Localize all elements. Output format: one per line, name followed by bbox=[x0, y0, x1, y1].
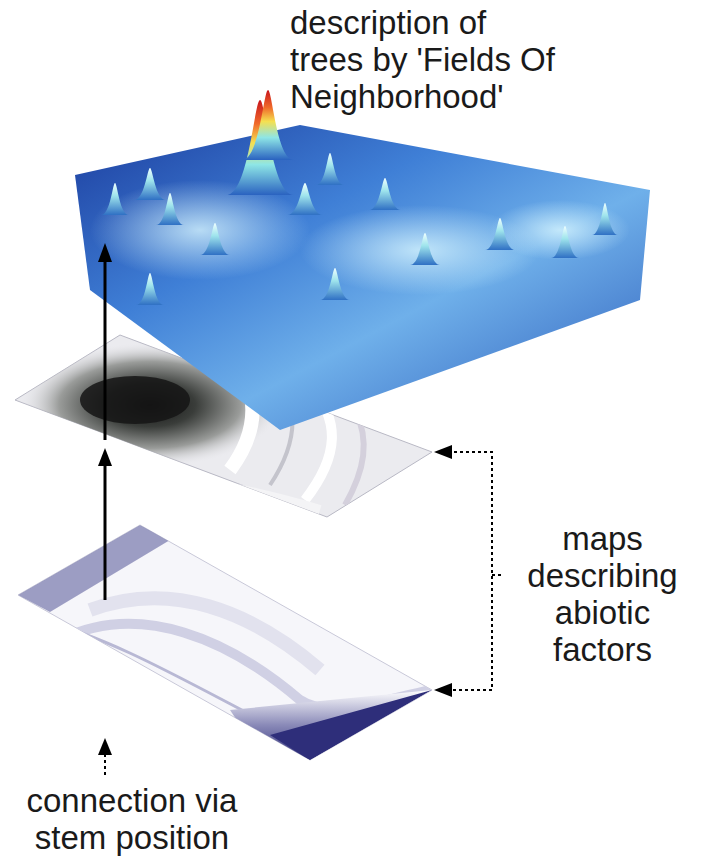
surface-peak bbox=[592, 203, 618, 235]
stem-caption-box: connection via stem position bbox=[12, 782, 252, 856]
surface-peak bbox=[320, 268, 350, 300]
surface-peak bbox=[200, 223, 230, 255]
surface-peak bbox=[134, 168, 166, 200]
surface-peak bbox=[287, 183, 323, 215]
surface-peak bbox=[369, 178, 401, 210]
surface-peak bbox=[242, 90, 294, 160]
surface-peak bbox=[410, 233, 440, 265]
surface-peak bbox=[316, 153, 344, 185]
surface-peak bbox=[156, 193, 184, 225]
neighborhood-surface bbox=[75, 125, 650, 430]
abiotic-map-lower bbox=[18, 525, 432, 760]
surface-peak bbox=[551, 226, 579, 258]
surface-caption: description of trees by 'Fields Of Neigh… bbox=[290, 4, 555, 115]
stem-connection-arrows bbox=[98, 243, 112, 775]
surface-caption-box: description of trees by 'Fields Of Neigh… bbox=[290, 4, 562, 115]
surface-peak bbox=[136, 273, 164, 305]
surface-peak bbox=[101, 183, 129, 215]
maps-caption: maps describing abiotic factors bbox=[527, 520, 677, 668]
map-bracket bbox=[434, 445, 504, 697]
surface-peaks bbox=[101, 90, 618, 305]
surface-peak bbox=[485, 218, 515, 250]
stem-caption: connection via stem position bbox=[27, 782, 238, 856]
maps-caption-box: maps describing abiotic factors bbox=[520, 520, 685, 668]
